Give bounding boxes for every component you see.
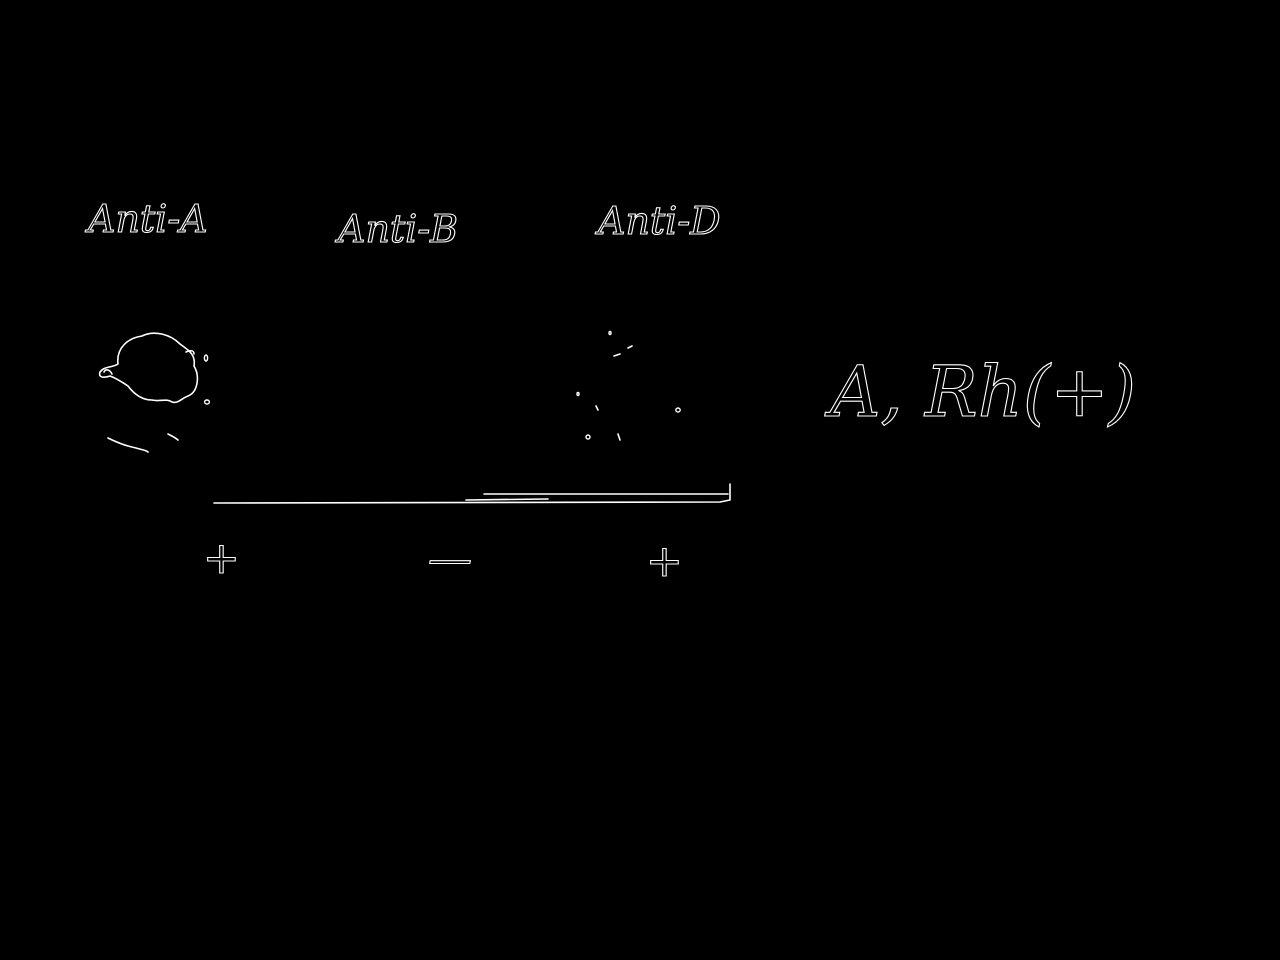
label-anti-b: Anti-B bbox=[335, 207, 458, 251]
label-anti-d: Anti-D bbox=[595, 199, 721, 243]
sign-anti-a: + bbox=[203, 533, 240, 584]
anti-d-agglutination-dots bbox=[576, 330, 681, 441]
anti-a-agglutination-clump bbox=[98, 332, 211, 453]
card-base-line bbox=[213, 483, 731, 504]
sign-anti-b: — bbox=[428, 534, 472, 585]
blood-type-result: A, Rh(+) bbox=[824, 351, 1136, 433]
sign-anti-d: + bbox=[646, 536, 683, 587]
label-anti-a: Anti-A bbox=[85, 197, 208, 241]
